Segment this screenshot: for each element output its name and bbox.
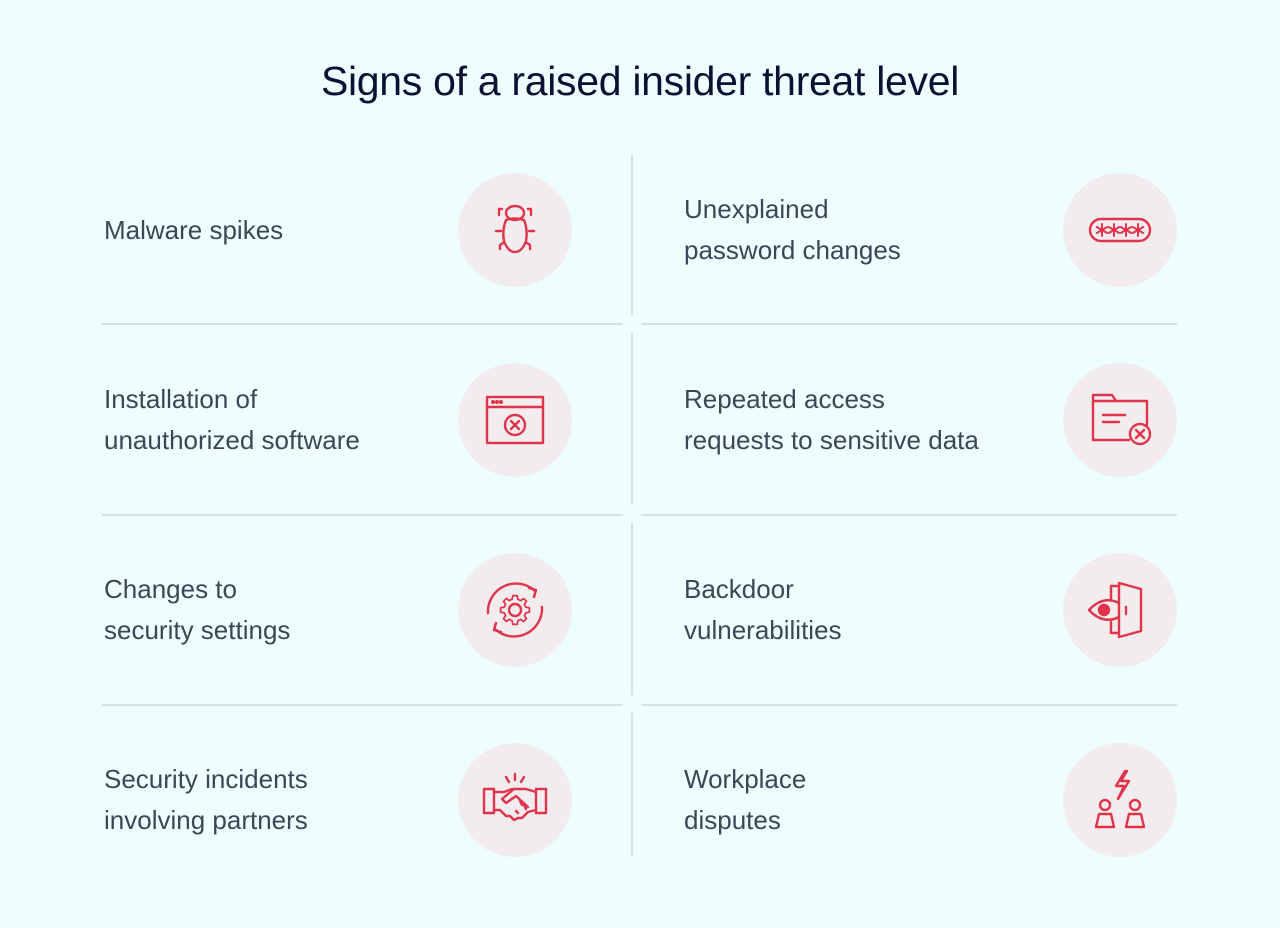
column-divider	[631, 523, 633, 695]
row-divider	[102, 514, 623, 516]
icon-circle	[1063, 173, 1177, 287]
item-password-changes: Unexplained password changes	[684, 135, 1177, 325]
icon-circle	[1063, 363, 1177, 477]
eye-door-icon	[1087, 581, 1143, 639]
row-divider	[102, 704, 623, 706]
icon-circle	[458, 553, 572, 667]
item-malware-spikes: Malware spikes	[104, 135, 572, 325]
item-label: Unexplained password changes	[684, 194, 901, 265]
item-label: Changes to security settings	[104, 574, 291, 645]
item-partner-incidents: Security incidents involving partners	[104, 705, 572, 895]
column-divider	[631, 155, 633, 315]
column-divider	[631, 333, 633, 505]
item-security-settings: Changes to security settings	[104, 515, 572, 705]
password-icon	[1088, 217, 1152, 243]
icon-circle	[1063, 743, 1177, 857]
page-title: Signs of a raised insider threat level	[320, 58, 960, 104]
column-divider	[631, 713, 633, 856]
item-label: Workplace disputes	[684, 764, 807, 835]
handshake-icon	[482, 772, 548, 822]
icon-circle	[458, 743, 572, 857]
denied-folder-icon	[1091, 393, 1152, 446]
icon-circle	[1063, 553, 1177, 667]
row-divider	[102, 323, 623, 325]
item-label: Repeated access requests to sensitive da…	[684, 384, 979, 455]
icon-circle	[458, 173, 572, 287]
conflict-people-icon	[1094, 769, 1146, 829]
item-backdoor-vulnerabilities: Backdoor vulnerabilities	[684, 515, 1177, 705]
blocked-window-icon	[485, 395, 545, 445]
item-workplace-disputes: Workplace disputes	[684, 705, 1177, 895]
row-divider	[641, 704, 1177, 706]
item-repeated-access-requests: Repeated access requests to sensitive da…	[684, 325, 1177, 515]
item-unauthorized-software: Installation of unauthorized software	[104, 325, 572, 515]
bug-icon	[494, 204, 536, 254]
item-label: Security incidents involving partners	[104, 764, 308, 835]
icon-circle	[458, 363, 572, 477]
row-divider	[641, 514, 1177, 516]
item-label: Malware spikes	[104, 214, 284, 245]
row-divider	[641, 323, 1177, 325]
gear-sync-icon	[486, 582, 544, 638]
item-label: Backdoor vulnerabilities	[684, 574, 842, 645]
item-label: Installation of unauthorized software	[104, 384, 360, 455]
